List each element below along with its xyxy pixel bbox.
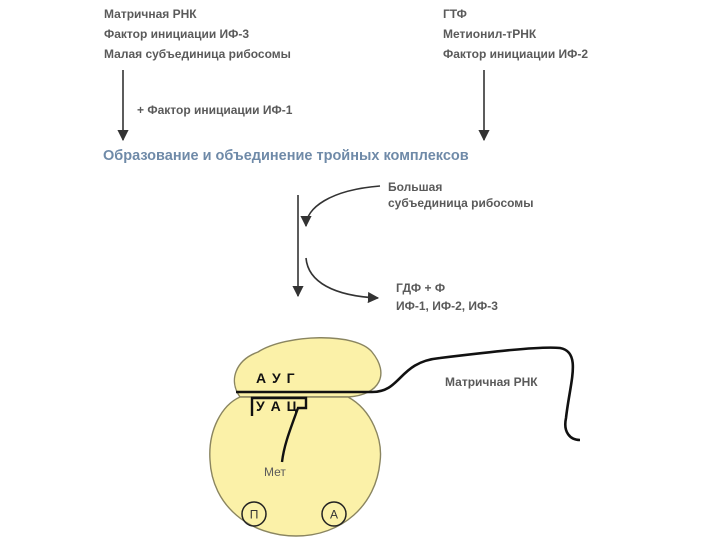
left-input-mrna: Матричная РНК [104, 7, 197, 21]
left-input-small-subunit: Малая субъединица рибосомы [104, 47, 291, 61]
mrna-label: Матричная РНК [445, 375, 538, 389]
right-input-met-trna: Метионил-тРНК [443, 27, 537, 41]
met-label: Мет [264, 465, 286, 479]
anticodon-text: У А Ц [256, 398, 298, 414]
p-site-label: П [250, 508, 259, 522]
right-input-if2: Фактор инициации ИФ-2 [443, 47, 589, 61]
large-ribosome-subunit [233, 337, 382, 398]
output-label-gdp: ГДФ + Ф [396, 281, 446, 295]
right-input-gtp: ГТФ [443, 7, 467, 21]
large-subunit-label-line1: Большая [388, 180, 443, 194]
diagram-title: Образование и объединение тройных компле… [103, 148, 469, 164]
codon-text: А У Г [256, 370, 296, 386]
left-input-if3: Фактор инициации ИФ-3 [104, 27, 250, 41]
large-subunit-in-arrow [300, 185, 381, 228]
output-out-arrow [305, 257, 380, 304]
p-site-circle [241, 501, 267, 527]
a-site-circle [321, 501, 347, 527]
trna-body [250, 396, 308, 463]
a-site-label: А [330, 508, 338, 522]
small-ribosome-subunit [209, 396, 382, 537]
large-subunit-label-line2: субъединица рибосомы [388, 196, 534, 210]
output-label-factors: ИФ-1, ИФ-2, ИФ-3 [396, 299, 498, 313]
mrna-strand [236, 346, 581, 442]
left-arrow-label: + Фактор инициации ИФ-1 [137, 103, 293, 117]
